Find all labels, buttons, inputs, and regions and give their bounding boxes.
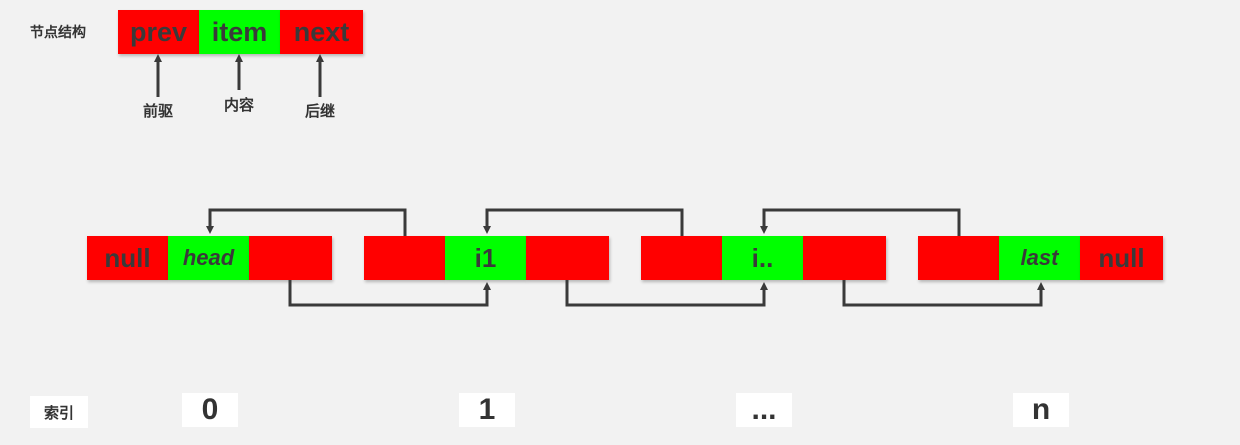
prev-link-2 [483, 208, 684, 236]
legend-title: 节点结构 [30, 24, 86, 40]
node-0-prev: null [87, 236, 168, 280]
next-link-0 [288, 280, 491, 307]
next-link-1 [565, 280, 768, 307]
legend-caption-prev: 前驱 [143, 103, 174, 120]
node-1-next [526, 236, 609, 280]
index-value-3: n [1013, 393, 1069, 427]
prev-link-1 [206, 208, 407, 236]
legend-caption-next: 后继 [305, 103, 336, 120]
node-3-item: last [999, 236, 1080, 280]
index-value-0: 0 [182, 393, 238, 427]
index-label-box: 索引 [30, 396, 88, 428]
node-3-prev [918, 236, 999, 280]
node-1-prev [364, 236, 445, 280]
node-1-item: i1 [445, 236, 526, 280]
prev-link-3 [760, 208, 961, 236]
node-3-next: null [1080, 236, 1163, 280]
legend-field-item: item [199, 10, 280, 54]
node-2-next [803, 236, 886, 280]
node-0-item: head [168, 236, 249, 280]
node-2-prev [641, 236, 722, 280]
node-2-item: i.. [722, 236, 803, 280]
legend-field-next: next [280, 10, 363, 54]
index-value-2: ... [736, 393, 792, 427]
legend-caption-item: 内容 [224, 97, 255, 114]
index-value-1: 1 [459, 393, 515, 427]
legend-field-prev: prev [118, 10, 199, 54]
next-link-2 [842, 280, 1045, 307]
node-0-next [249, 236, 332, 280]
index-label: 索引 [43, 404, 74, 422]
